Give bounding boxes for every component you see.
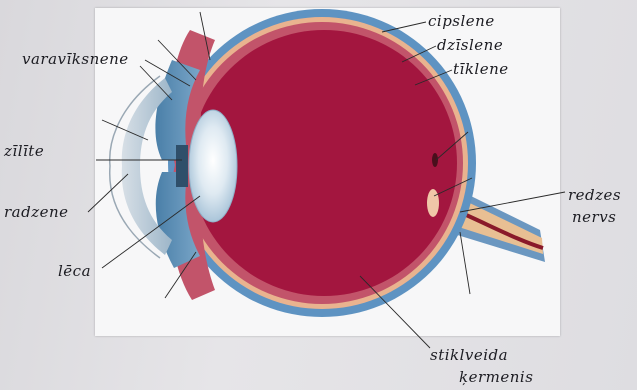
fovea [432, 153, 438, 167]
label-stiklveida-kermenis-line1: stiklveida [430, 346, 508, 364]
label-redzes-nervs-line2: nervs [572, 208, 616, 226]
label-varaviksnene: varavīksnene [22, 50, 129, 68]
label-stiklveida-kermenis-line2: ķermenis [459, 368, 533, 386]
label-cipslene: cipslene [428, 12, 495, 30]
pupil [176, 145, 188, 187]
leader-stiklveida-2 [460, 232, 470, 294]
label-dzislene: dzīslene [437, 36, 503, 54]
lens [189, 110, 237, 222]
label-tiklene: tīklene [453, 60, 509, 78]
leader-radzene [88, 174, 128, 212]
label-leca: lēca [58, 262, 91, 280]
label-redzes-nervs-line1: redzes [568, 186, 621, 204]
label-radzene: radzene [4, 203, 69, 221]
optic-disc [427, 189, 439, 217]
label-zilite: zīlīte [4, 142, 44, 160]
